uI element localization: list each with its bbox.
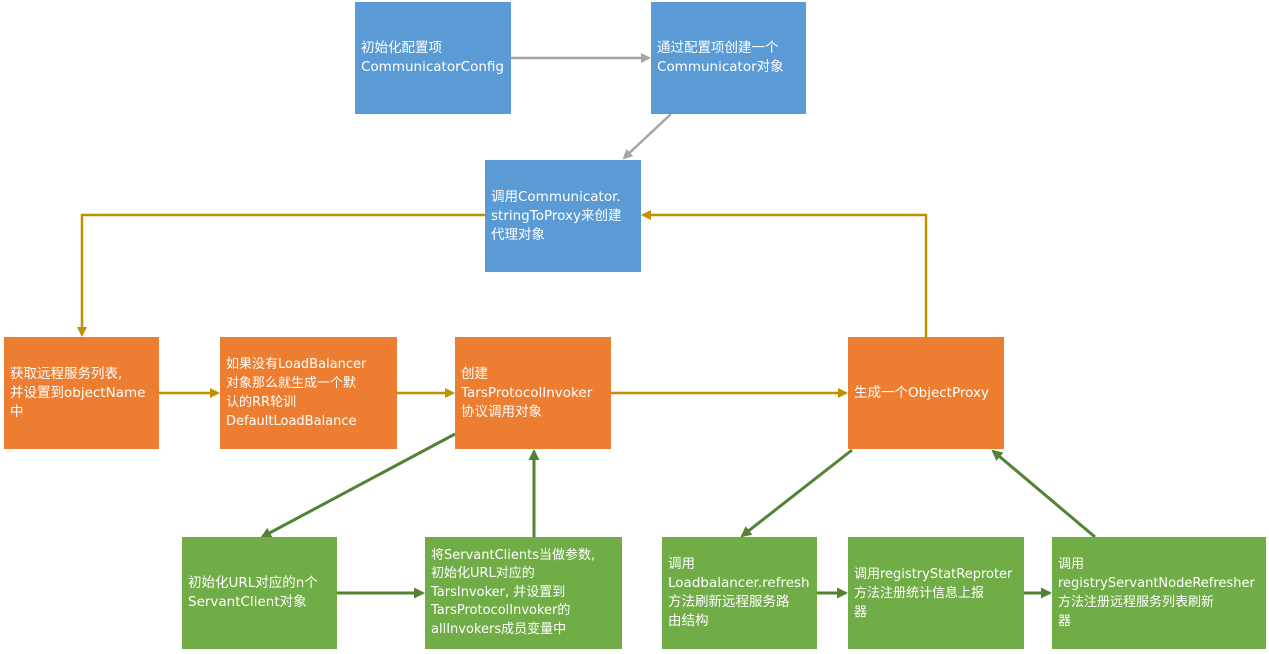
node-string-to-proxy-label: 调用Communicator. stringToProxy来创建 代理对象 bbox=[491, 188, 622, 243]
arrow-communicator-to-stringtoproxy bbox=[622, 113, 672, 160]
node-object-proxy: 生成一个ObjectProxy bbox=[848, 337, 1004, 449]
arrow-invoker-to-servantclients bbox=[260, 432, 456, 539]
node-node-refresher-label: 调用 registryServantNodeRefresher 方法注册远程服务… bbox=[1058, 557, 1255, 629]
arrow-noderefresher-to-objectproxy bbox=[991, 449, 1096, 539]
node-create-invoker-label: 创建 TarsProtocolInvoker 协议调用对象 bbox=[461, 365, 593, 420]
arrow-stringtoproxy-to-servicelist bbox=[77, 213, 485, 337]
node-string-to-proxy: 调用Communicator. stringToProxy来创建 代理对象 bbox=[485, 160, 641, 272]
node-init-config: 初始化配置项 CommunicatorConfig bbox=[355, 2, 511, 114]
node-create-communicator-label: 通过配置项创建一个 Communicator对象 bbox=[657, 40, 784, 75]
node-node-refresher: 调用 registryServantNodeRefresher 方法注册远程服务… bbox=[1052, 537, 1266, 649]
node-stat-reporter: 调用registryStatReproter 方法注册统计信息上报 器 bbox=[848, 537, 1024, 649]
node-init-servant-clients-label: 初始化URL对应的n个 ServantClient对象 bbox=[188, 575, 318, 610]
node-get-service-list-label: 获取远程服务列表, 并设置到objectName 中 bbox=[10, 365, 146, 420]
node-load-balancer: 如果没有LoadBalancer 对象那么就生成一个默 认的RR轮训 Defau… bbox=[220, 337, 397, 449]
node-stat-reporter-label: 调用registryStatReproter 方法注册统计信息上报 器 bbox=[854, 566, 1013, 620]
node-tars-invoker: 将ServantClients当做参数, 初始化URL对应的 TarsInvok… bbox=[425, 537, 622, 649]
node-get-service-list: 获取远程服务列表, 并设置到objectName 中 bbox=[4, 337, 159, 449]
node-create-communicator: 通过配置项创建一个 Communicator对象 bbox=[651, 2, 806, 114]
node-object-proxy-label: 生成一个ObjectProxy bbox=[854, 384, 989, 401]
arrow-objectproxy-to-stringtoproxy bbox=[641, 210, 928, 337]
node-lb-refresh: 调用 Loadbalancer.refresh 方法刷新远程服务路 由结构 bbox=[662, 537, 817, 649]
node-load-balancer-label: 如果没有LoadBalancer 对象那么就生成一个默 认的RR轮训 Defau… bbox=[226, 357, 367, 429]
node-init-config-label: 初始化配置项 CommunicatorConfig bbox=[361, 40, 504, 75]
node-tars-invoker-label: 将ServantClients当做参数, 初始化URL对应的 TarsInvok… bbox=[431, 547, 596, 637]
arrow-objectproxy-to-lbrefresh bbox=[740, 448, 853, 538]
node-create-invoker: 创建 TarsProtocolInvoker 协议调用对象 bbox=[455, 337, 611, 449]
node-lb-refresh-label: 调用 Loadbalancer.refresh 方法刷新远程服务路 由结构 bbox=[668, 556, 810, 629]
node-init-servant-clients: 初始化URL对应的n个 ServantClient对象 bbox=[182, 537, 337, 649]
